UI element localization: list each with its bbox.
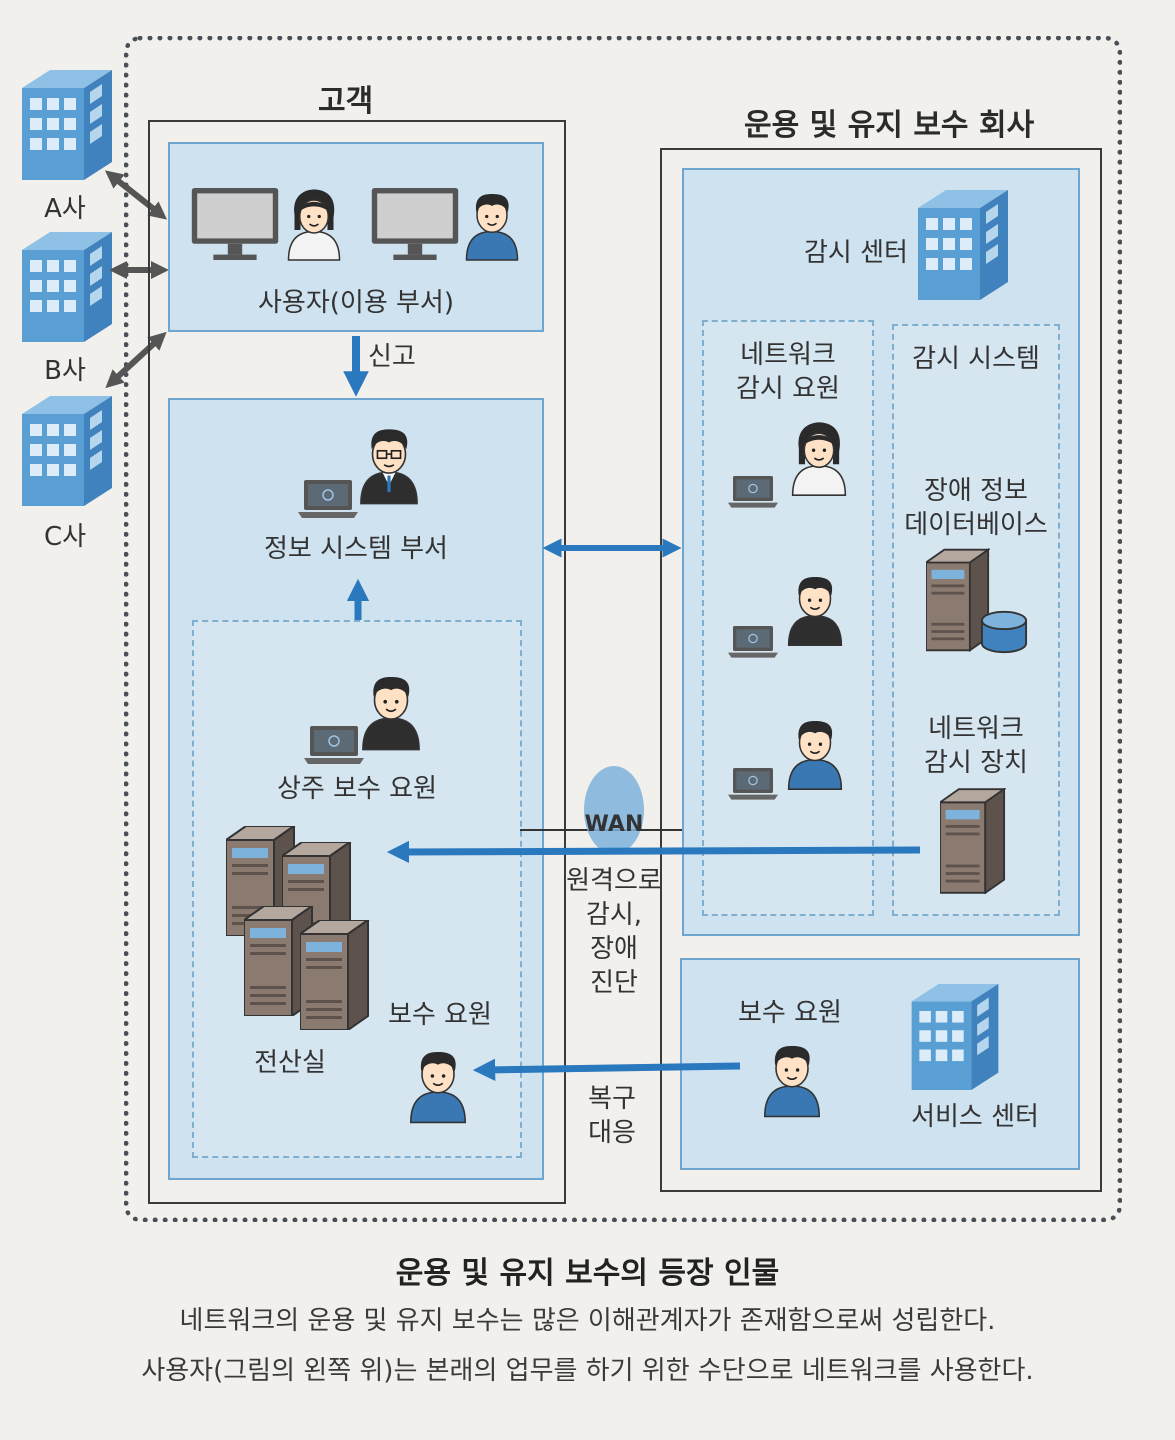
remote-monitor-arrow [386, 840, 921, 864]
net-monitor-staff-label: 네트워크 감시 요원 [736, 340, 840, 404]
is-dept-label: 정보 시스템 부서 [264, 534, 448, 564]
remote-monitor-label: 원격으로 감시, 장애 진단 [566, 866, 662, 998]
service-center-label: 서비스 센터 [911, 1102, 1039, 1132]
company-a-link [104, 170, 168, 220]
resident-staff-label: 상주 보수 요원 [276, 774, 438, 804]
system-boundary [124, 36, 1122, 1222]
caption-line-2: 사용자(그림의 왼쪽 위)는 본래의 업무를 하기 위한 수단으로 네트워크를 … [141, 1356, 1034, 1386]
recovery-label: 복구 대응 [588, 1084, 636, 1148]
company-c-label: C사 [43, 522, 87, 552]
wan-label: WAN [584, 812, 644, 837]
company-frame [660, 148, 1102, 1192]
company-a-label: A사 [44, 194, 86, 224]
report-label: 신고 [368, 342, 416, 372]
net-monitor-staff-area [702, 320, 874, 916]
net-monitor-device-label: 네트워크 감시 장치 [924, 714, 1028, 778]
monitor-center-label: 감시 센터 [804, 238, 908, 268]
caption-line-1: 네트워크의 운용 및 유지 보수는 많은 이해관계자가 존재함으로써 성립한다. [179, 1306, 996, 1336]
monitor-system-label: 감시 시스템 [912, 344, 1040, 374]
company-c-link [105, 331, 167, 389]
users-label: 사용자(이용 부서) [258, 288, 454, 318]
report-arrow [343, 336, 369, 397]
customer-frame [148, 120, 566, 1204]
computer-room-label: 전산실 [254, 1048, 326, 1078]
company-maint-staff-label: 보수 요원 [738, 998, 842, 1028]
caption-title: 운용 및 유지 보수의 등장 인물 [395, 1256, 780, 1291]
customer-maint-staff-label: 보수 요원 [388, 1000, 492, 1030]
wan-cloud-icon [584, 766, 644, 854]
recovery-arrow [472, 1058, 741, 1082]
company-title: 운용 및 유지 보수 회사 [744, 108, 1035, 143]
fault-db-label: 장애 정보 데이터베이스 [904, 476, 1048, 540]
customer-title: 고객 [318, 84, 374, 119]
service-center-panel [680, 958, 1080, 1170]
company-b-label: B사 [44, 356, 86, 386]
